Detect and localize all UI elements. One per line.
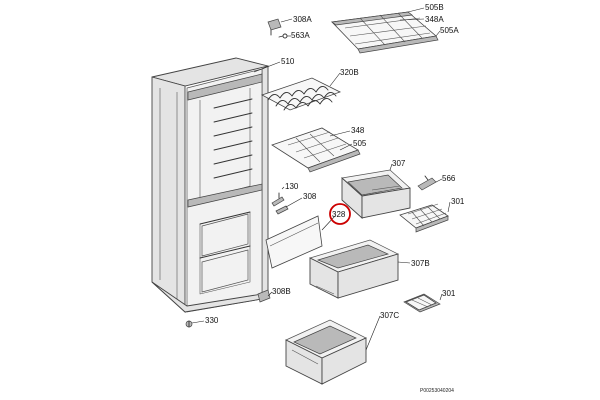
label-348a: 348A — [425, 15, 444, 24]
label-307c: 307C — [380, 311, 399, 320]
label-308a: 308A — [293, 15, 312, 24]
label-301-upper: 301 — [451, 197, 465, 206]
label-563a: 563A — [291, 31, 310, 40]
label-505b: 505B — [425, 3, 444, 12]
label-130: 130 — [285, 182, 299, 191]
label-566: 566 — [442, 174, 456, 183]
wine-rack-part — [260, 77, 342, 111]
bracket-308b-part — [257, 289, 271, 303]
ice-tray-lower — [403, 293, 441, 313]
screw-330-part — [185, 320, 193, 328]
ice-tray-upper — [399, 203, 449, 233]
clip-566-part — [417, 175, 437, 191]
label-307: 307 — [392, 159, 406, 168]
drawing-code: P00253040204 — [420, 388, 454, 394]
label-328: 328 — [332, 210, 346, 219]
flap-328-part — [265, 215, 323, 269]
label-320b: 320B — [340, 68, 359, 77]
leader-lines — [191, 7, 451, 351]
part-labels: 308A 563A 505B 348A 505A 510 320B 348 50… — [205, 3, 465, 325]
label-330: 330 — [205, 316, 219, 325]
label-505: 505 — [353, 139, 367, 148]
refrigerator-cabinet — [151, 57, 270, 314]
label-348: 348 — [351, 126, 365, 135]
highlight-circle — [329, 203, 351, 225]
glass-shelf-middle — [271, 127, 361, 173]
label-301-lower: 301 — [442, 289, 456, 298]
label-308: 308 — [303, 192, 317, 201]
glass-shelf-top — [331, 11, 439, 54]
label-307b: 307B — [411, 259, 430, 268]
drawer-307b — [309, 239, 399, 299]
label-505a: 505A — [440, 26, 459, 35]
bracket-308a-part — [267, 18, 288, 39]
hinge-130-part — [271, 192, 289, 215]
drawer-307c — [285, 319, 367, 385]
label-308b: 308B — [272, 287, 291, 296]
crisper-box-small — [341, 169, 411, 220]
label-510: 510 — [281, 57, 295, 66]
